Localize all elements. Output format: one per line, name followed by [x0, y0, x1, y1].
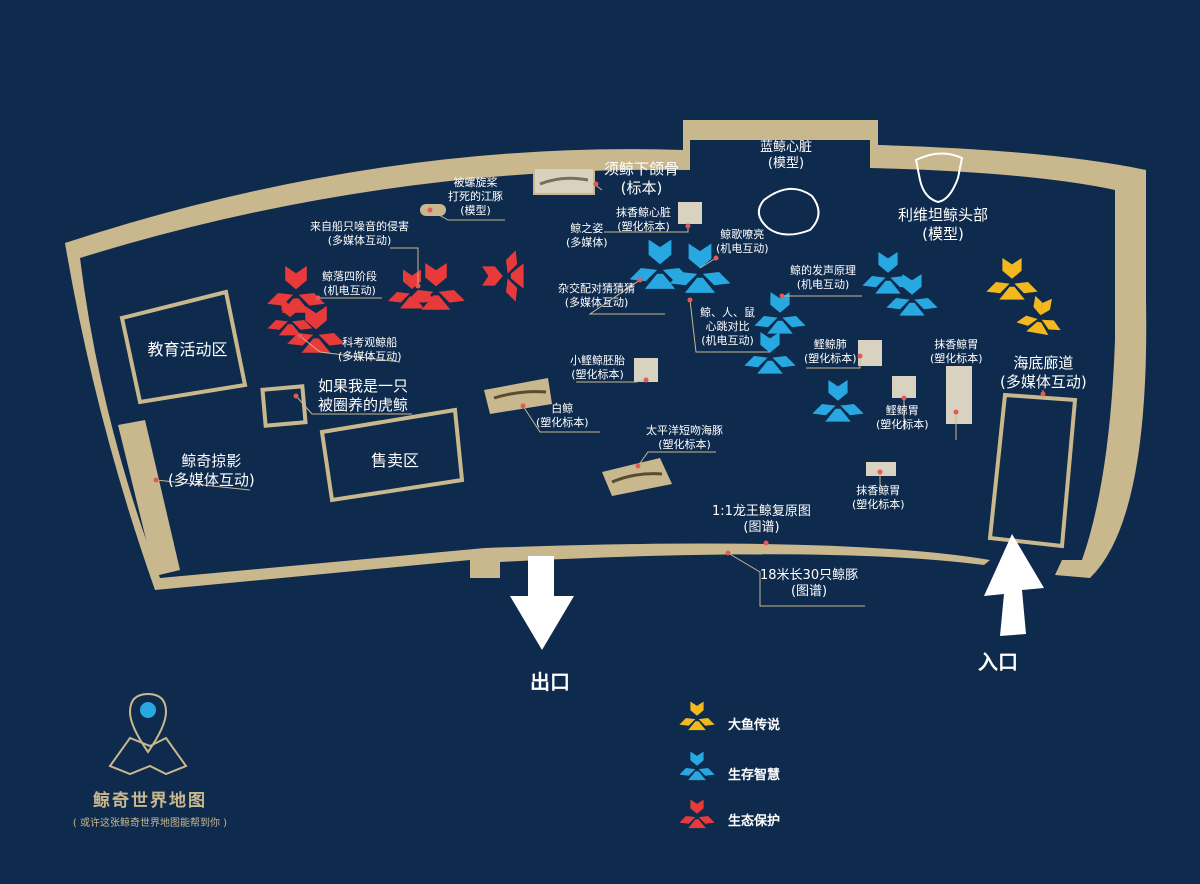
jaw-label: 须鲸下颌骨 (标本) [604, 160, 680, 197]
beluga-specimen-plate [484, 378, 552, 414]
leader-lines [155, 183, 1044, 607]
education-zone-box [119, 289, 248, 405]
legend-item-survival: 生存智慧 [728, 768, 781, 783]
orca-exhibit-label: 如果我是一只 被圈养的虎鲸 [318, 377, 409, 414]
heartbeat-compare-label: 鲸、人、鼠 心跳对比 (机电互动) [700, 306, 755, 347]
exit-label: 出口 [530, 670, 570, 694]
lung-specimen-photo [858, 340, 882, 366]
stomach-label: 鲣鲸胃 (塑化标本) [876, 404, 929, 431]
embryo-label: 小鲣鲸胚胎 (塑化标本) [570, 354, 625, 381]
stomach-specimen-photo [892, 376, 916, 398]
blue-whale-heart-label: 蓝鲸心脏 (模型) [760, 140, 813, 172]
leviathan-head-outline [914, 152, 964, 204]
lung-label: 鲣鲸肺 (塑化标本) [804, 338, 857, 365]
entrance-arrow-icon [984, 534, 1044, 636]
tunnel-zone-box [987, 392, 1078, 549]
map-title: 鲸奇世界地图 [93, 791, 207, 811]
sperm-heart-photo [678, 202, 702, 224]
location-pin-icon [128, 692, 168, 754]
dragon-whale-label: 1:1龙王鲸复原图 (图谱) [712, 504, 811, 536]
left-wall-block [118, 420, 180, 576]
folded-map-icon [108, 736, 188, 776]
shop-zone-box [319, 407, 465, 503]
small-square-box [260, 384, 308, 428]
map-subtitle: ( 或许这张鲸奇世界地图能帮到你 ) [72, 818, 228, 829]
dolphin-specimen-plate [602, 458, 672, 496]
propeller-model-photo [420, 204, 446, 216]
whale-beauty-label: 鲸之姿 (多媒体) [566, 222, 608, 249]
legend-item-legend: 大鱼传说 [728, 718, 781, 733]
legend-blue-triskelion-icon [679, 751, 715, 781]
jaw-specimen-photo [533, 167, 595, 195]
outer-wall [65, 120, 1147, 590]
propeller-label: 被螺旋桨 打死的江豚 (模型) [448, 176, 503, 217]
sperm-heart-label: 抹香鲸心脏 (塑化标本) [616, 206, 671, 233]
inner-right-wall [1086, 200, 1122, 556]
sperm-stomach2-photo [866, 462, 896, 476]
hybrid-guess-label: 杂交配对猜猜猜 (多媒体互动) [558, 282, 635, 309]
sperm-stomach-label: 抹香鲸胃 (塑化标本) [930, 338, 983, 365]
legend-item-protection: 生态保护 [728, 814, 781, 829]
legend-red-triskelion-icon [679, 799, 715, 829]
sperm-stomach-photo [946, 366, 972, 424]
blue-whale-heart-outline [757, 188, 820, 236]
yellow-triskelion-group [986, 258, 1066, 338]
tunnel-zone-label: 海底廊道 (多媒体互动) [1000, 354, 1087, 391]
entrance-label: 入口 [978, 650, 1018, 674]
beluga-label: 白鲸 (塑化标本) [536, 402, 589, 429]
noise-label: 来自船只噪音的侵害 (多媒体互动) [310, 220, 409, 247]
shop-zone-label: 售卖区 [370, 451, 419, 470]
dolphin-label: 太平洋短吻海豚 (塑化标本) [646, 424, 723, 451]
education-zone-label: 教育活动区 [147, 340, 228, 359]
sperm-stomach2-label: 抹香鲸胃 (塑化标本) [852, 484, 905, 511]
whale-fall-label: 鲸落四阶段 (机电互动) [322, 270, 377, 297]
blue-triskelion-group [629, 239, 938, 422]
pin-dots [153, 181, 1046, 556]
research-ship-label: 科考观鲸船 (多媒体互动) [338, 336, 402, 363]
exit-arrow-icon [510, 556, 574, 650]
voice-principle-label: 鲸的发声原理 (机电互动) [790, 264, 856, 291]
whale-song-label: 鲸歌嘹亮 (机电互动) [716, 228, 769, 255]
photo-exhibit-label: 鲸奇掠影 (多媒体互动) [168, 452, 255, 489]
legend-yellow-triskelion-icon [679, 701, 715, 731]
leviathan-label: 利维坦鲸头部 (模型) [898, 206, 989, 243]
whales-chart-label: 18米长30只鲸豚 (图谱) [760, 568, 859, 600]
